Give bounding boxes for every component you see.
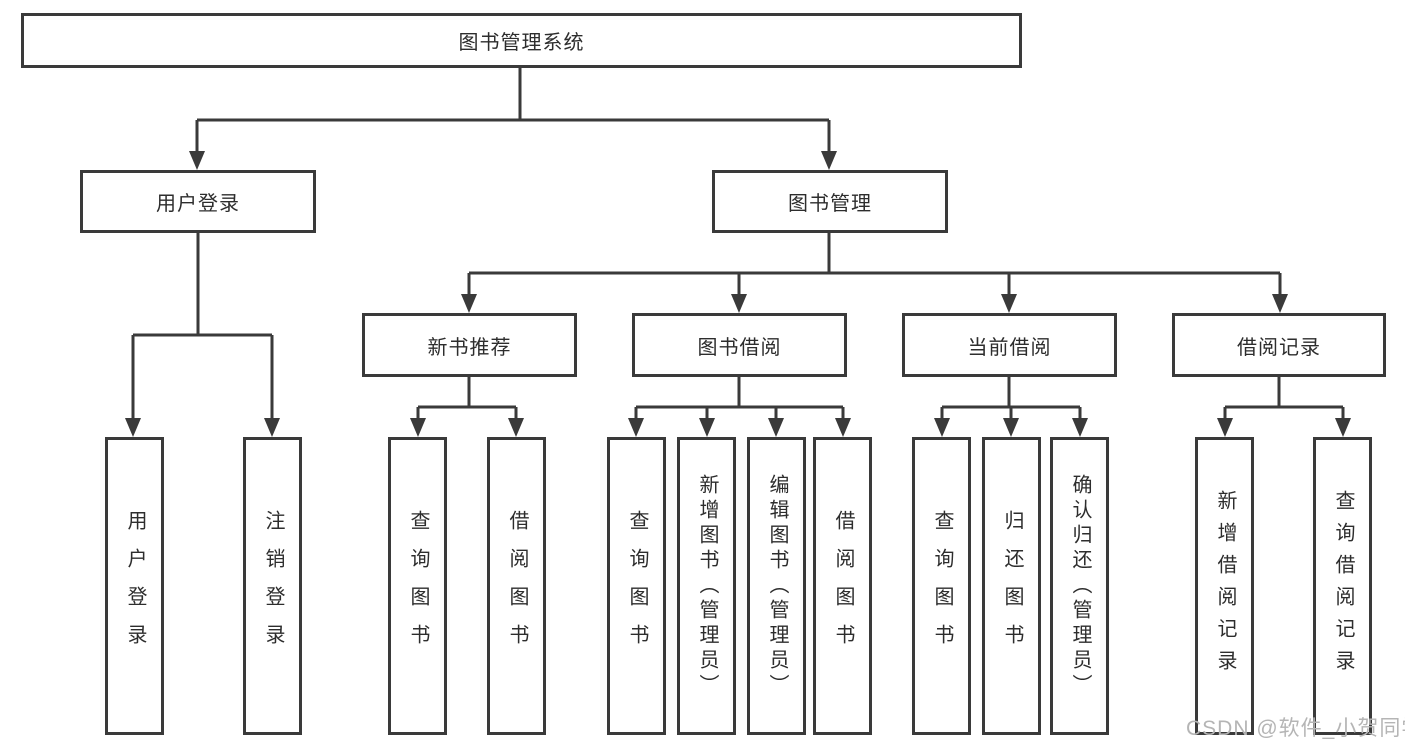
node-label: 查询图书 <box>931 510 953 662</box>
node-label: 用户登录 <box>156 193 240 215</box>
node-book-management: 图书管理 <box>712 170 948 233</box>
leaf-query-books-recommend: 查询图书 <box>388 437 447 735</box>
node-label: 归还图书 <box>1001 510 1023 662</box>
node-label: 查询图书 <box>626 510 648 662</box>
connector-shafts <box>131 68 1345 420</box>
leaf-query-borrow-record: 查询借阅记录 <box>1313 437 1372 735</box>
node-label: 新增借阅记录 <box>1214 490 1236 682</box>
node-label: 用户登录 <box>124 510 146 662</box>
node-label: 借阅图书 <box>506 510 528 662</box>
node-label: 查询图书 <box>407 510 429 662</box>
node-current-borrowing: 当前借阅 <box>902 313 1117 377</box>
node-label: 图书管理 <box>788 193 872 215</box>
leaf-add-books-admin: 新增图书（管理员） <box>677 437 736 735</box>
leaf-edit-books-admin: 编辑图书（管理员） <box>747 437 806 735</box>
node-label: 图书管理系统 <box>458 32 585 54</box>
node-label: 借阅图书 <box>832 510 854 662</box>
node-label: 当前借阅 <box>967 336 1052 359</box>
leaf-borrow-books-recommend: 借阅图书 <box>487 437 546 735</box>
leaf-query-books-borrowing: 查询图书 <box>607 437 666 735</box>
leaf-borrow-books: 借阅图书 <box>813 437 872 735</box>
node-label: 借阅记录 <box>1237 336 1321 359</box>
node-label: 确认归还（管理员） <box>1069 473 1091 699</box>
node-label: 查询借阅记录 <box>1332 490 1354 682</box>
leaf-add-borrow-record: 新增借阅记录 <box>1195 437 1254 735</box>
leaf-user-login: 用户登录 <box>105 437 164 735</box>
node-label: 注销登录 <box>262 510 284 662</box>
node-label: 新书推荐 <box>427 336 512 359</box>
node-new-book-recommend: 新书推荐 <box>362 313 577 377</box>
csdn-watermark: CSDN @软件_小贺同学 <box>1186 717 1405 740</box>
leaf-return-books: 归还图书 <box>982 437 1041 735</box>
node-library-management-system: 图书管理系统 <box>21 13 1022 68</box>
arrowhead-icons <box>125 151 1351 437</box>
node-label: 图书借阅 <box>697 336 782 359</box>
leaf-confirm-return-admin: 确认归还（管理员） <box>1050 437 1109 735</box>
leaf-query-books-current: 查询图书 <box>912 437 971 735</box>
node-label: 新增图书（管理员） <box>696 473 718 699</box>
node-book-borrowing: 图书借阅 <box>632 313 847 377</box>
node-borrowing-records: 借阅记录 <box>1172 313 1386 377</box>
leaf-logout: 注销登录 <box>243 437 302 735</box>
node-label: 编辑图书（管理员） <box>766 473 788 699</box>
node-user-login: 用户登录 <box>80 170 316 233</box>
